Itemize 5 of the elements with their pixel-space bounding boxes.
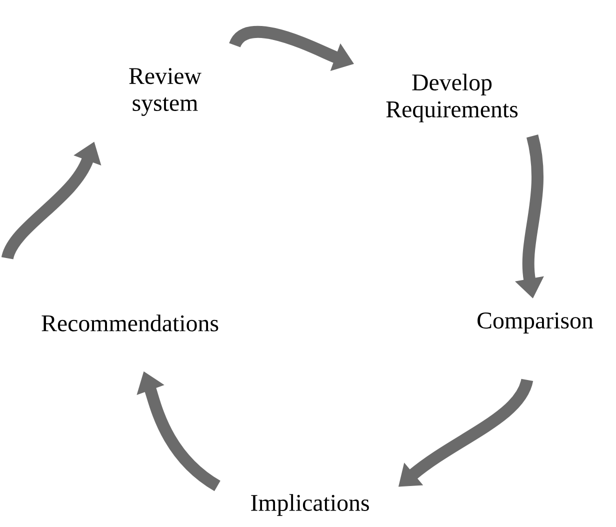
step-label: Implications [251,494,369,516]
step-label: Review system [129,68,202,116]
step-label: Develop Requirements [386,74,518,122]
step-label: Comparison [478,312,594,334]
step-label: Recommendations [42,314,218,332]
